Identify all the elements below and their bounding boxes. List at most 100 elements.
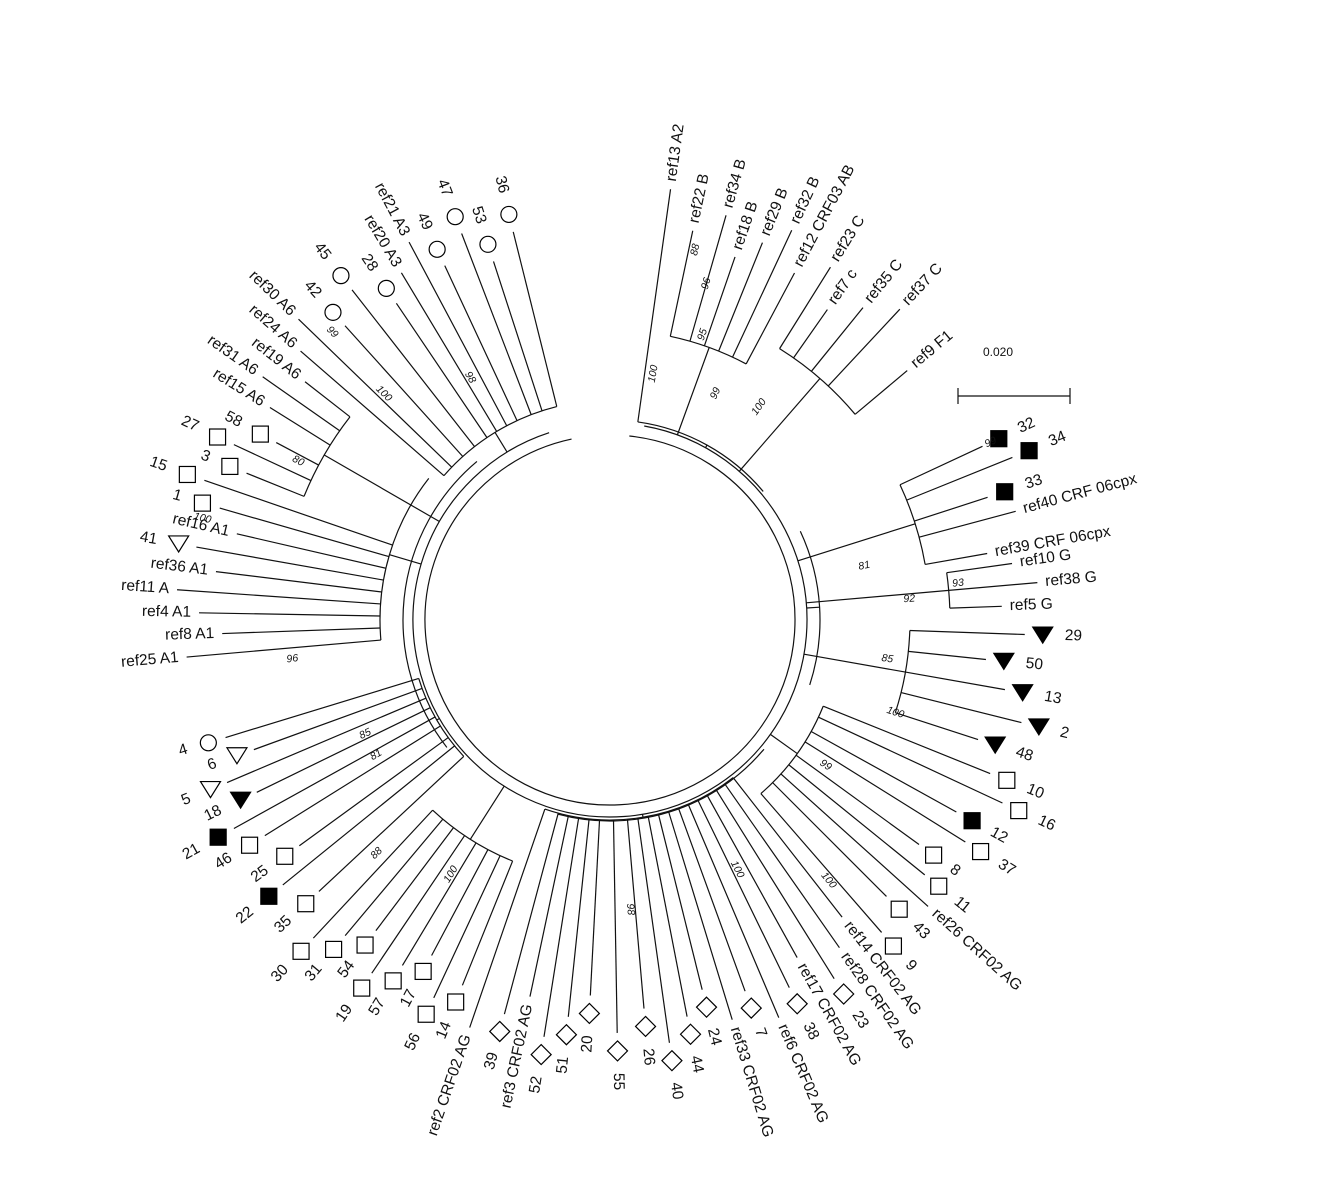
open-square-marker: [178, 465, 196, 484]
tip-branch: [612, 819, 618, 1033]
bootstrap-label: 85: [357, 726, 373, 742]
tip-branch: [512, 231, 558, 407]
open-square-marker: [208, 428, 227, 446]
tip-label: 41: [139, 528, 159, 548]
clade-stem: [806, 606, 820, 609]
tip-markers: [167, 205, 1054, 1072]
tip-branch: [433, 855, 501, 999]
tip-label: ref23 C: [827, 213, 868, 265]
tip-label: 32: [1015, 414, 1038, 437]
tip-label: 15: [148, 453, 170, 475]
tip-label: 26: [639, 1048, 657, 1067]
tip-branch: [567, 818, 590, 1017]
tip-branch: [215, 571, 382, 593]
tip-label: 9: [902, 957, 920, 975]
open-square-marker: [884, 937, 903, 955]
tip-label: ref4 A1: [142, 603, 191, 621]
tip-branch: [732, 777, 843, 918]
open-square-marker: [1010, 802, 1028, 820]
tip-label: 55: [610, 1073, 627, 1091]
tip-branch: [899, 445, 983, 486]
bootstrap-label: 80: [290, 453, 306, 469]
open-triangle-marker: [167, 535, 190, 554]
tip-branch: [395, 302, 488, 438]
tip-branch: [469, 808, 546, 1028]
tip-branch: [444, 265, 518, 421]
scale-bar: 0.020: [957, 345, 1071, 404]
tip-label: ref11 A: [121, 577, 171, 597]
open-square-marker: [356, 936, 374, 954]
tip-label: ref2 CRF02 AG: [424, 1032, 475, 1138]
clade-stem: [797, 523, 916, 562]
tip-branch: [669, 230, 694, 337]
bootstrap-label: 100: [818, 870, 839, 891]
tip-branch: [804, 741, 966, 843]
open-square-marker: [414, 962, 432, 981]
tip-label: ref38 G: [1045, 569, 1098, 590]
clade-stem: [323, 454, 440, 523]
filled-triangle-marker: [984, 736, 1007, 755]
tip-branch: [253, 687, 423, 751]
filled-square-marker: [996, 483, 1014, 501]
tip-label: ref13 A2: [663, 123, 688, 183]
open-square-marker: [384, 972, 402, 990]
clade-stem: [704, 444, 708, 448]
tip-branch: [745, 272, 796, 365]
tip-branch: [949, 605, 1002, 609]
tip-label: 37: [995, 856, 1019, 880]
filled-square-marker: [990, 430, 1008, 448]
tip-label: ref29 B: [757, 186, 791, 239]
bootstrap-label: 100: [193, 510, 213, 526]
bootstrap-label: 100: [749, 396, 769, 417]
tip-label: 34: [1046, 428, 1069, 450]
tip-label: 7: [751, 1026, 770, 1040]
tip-branch: [772, 782, 887, 897]
open-diamond-marker: [578, 1002, 601, 1025]
tip-label: ref22 B: [686, 172, 713, 224]
tip-label: 54: [334, 957, 358, 981]
tip-branch: [795, 754, 920, 846]
open-diamond-marker: [661, 1049, 683, 1072]
tree-branches: [177, 189, 1038, 1043]
tip-label: 19: [332, 1001, 356, 1025]
tip-label: 50: [1025, 655, 1044, 674]
root-arc: [424, 435, 796, 806]
tip-branch: [914, 496, 988, 522]
tip-label: 21: [180, 840, 203, 863]
clade-arc: [670, 335, 747, 365]
tip-branch: [298, 318, 453, 468]
tip-branch: [810, 307, 864, 372]
clade-stem: [738, 378, 821, 472]
tip-branch: [637, 817, 671, 1043]
tip-label: ref31 A6: [204, 332, 261, 379]
open-circle-marker: [199, 734, 217, 752]
open-circle-marker: [377, 279, 395, 297]
tip-branch: [793, 309, 828, 359]
tip-label: 11: [951, 893, 974, 916]
tip-label: 47: [434, 177, 456, 199]
tip-label: 28: [358, 251, 382, 275]
open-circle-marker: [428, 240, 446, 258]
tip-branch: [718, 242, 764, 352]
open-diamond-marker: [606, 1040, 629, 1062]
open-circle-marker: [324, 303, 342, 321]
tip-label: 14: [433, 1019, 455, 1042]
tip-label: 31: [302, 961, 326, 985]
tip-branch: [715, 789, 835, 980]
open-triangle-marker: [199, 780, 222, 799]
clade-stem: [676, 347, 710, 436]
tip-label: 22: [233, 903, 257, 927]
root-arc-4: [557, 748, 765, 822]
tip-branch: [233, 444, 312, 482]
tip-branch: [732, 230, 793, 358]
filled-triangle-marker: [1011, 684, 1034, 702]
tip-branch: [226, 697, 427, 784]
tip-label: 36: [492, 174, 513, 195]
tip-branch: [318, 755, 465, 892]
tip-label: 29: [1064, 627, 1082, 645]
open-triangle-marker: [225, 747, 249, 765]
tip-branch: [779, 266, 831, 349]
open-circle-marker: [479, 235, 497, 253]
tip-branch: [375, 827, 455, 932]
tip-branch: [461, 860, 514, 986]
